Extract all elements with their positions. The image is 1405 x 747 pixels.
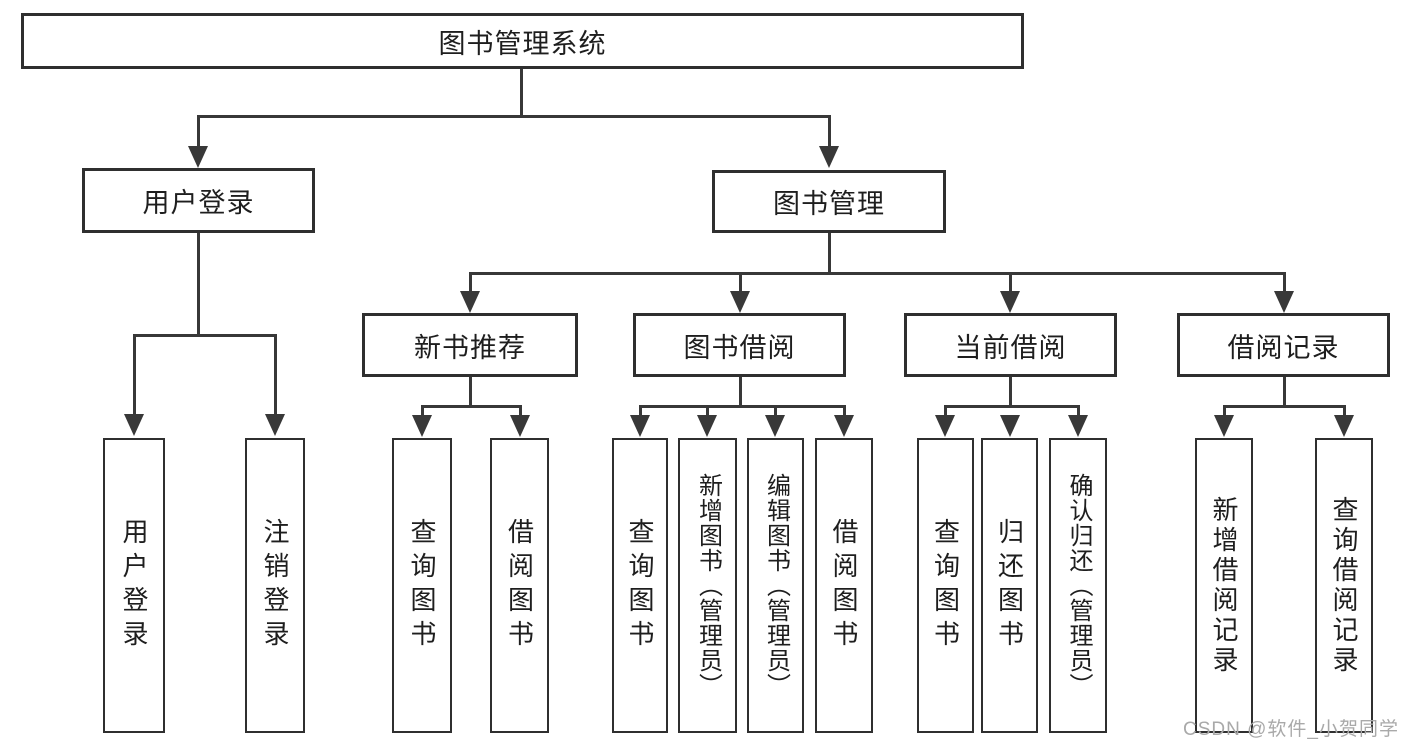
leaf-logout: 注销登录: [245, 438, 305, 733]
connector-line: [1223, 405, 1226, 418]
arrow-down: [935, 415, 955, 437]
connector-line: [944, 405, 947, 418]
arrow-down: [1334, 415, 1354, 437]
leaf-current-confirm-admin: 确认归还（管理员）: [1049, 438, 1107, 733]
connector-line: [133, 334, 276, 337]
arrow-down: [1000, 415, 1020, 437]
connector-line: [469, 272, 1286, 275]
leaf-current-return: 归还图书: [981, 438, 1038, 733]
leaf-borrow-borrow-label: 借阅图书: [829, 517, 859, 654]
connector-line: [1077, 405, 1080, 418]
connector-line: [421, 405, 522, 408]
arrow-down: [124, 414, 144, 436]
node-borrow-records: 借阅记录: [1177, 313, 1390, 377]
connector-line: [133, 334, 136, 416]
connector-line: [469, 377, 472, 408]
arrow-down: [1214, 415, 1234, 437]
arrow-down: [412, 415, 432, 437]
leaf-borrow-edit-admin-label: 编辑图书（管理员）: [762, 473, 790, 698]
leaf-borrow-add-admin-label: 新增图书（管理员）: [694, 473, 722, 698]
connector-line: [197, 233, 200, 337]
connector-line: [944, 405, 1080, 408]
leaf-current-return-label: 归还图书: [994, 517, 1025, 654]
connector-line: [421, 405, 424, 418]
leaf-current-query: 查询图书: [917, 438, 974, 733]
node-current-borrow-label: 当前借阅: [954, 332, 1067, 363]
leaf-borrow-query: 查询图书: [612, 438, 668, 733]
csdn-watermark: CSDN @软件_小贺同学: [1183, 719, 1399, 740]
leaf-user-login: 用户登录: [103, 438, 165, 733]
connector-line: [520, 69, 523, 118]
node-borrow-records-label: 借阅记录: [1227, 332, 1340, 363]
node-current-borrow: 当前借阅: [904, 313, 1117, 377]
leaf-record-add: 新增借阅记录: [1195, 438, 1253, 733]
node-book-borrow-label: 图书借阅: [683, 332, 796, 363]
connector-line: [197, 115, 831, 118]
node-new-book-recommend-label: 新书推荐: [414, 332, 526, 363]
connector-line: [274, 334, 277, 416]
leaf-current-confirm-admin-label: 确认归还（管理员）: [1065, 473, 1092, 698]
arrow-down: [1274, 291, 1294, 313]
leaf-newbook-borrow-label: 借阅图书: [504, 517, 535, 654]
node-new-book-recommend: 新书推荐: [362, 313, 578, 377]
connector-line: [1009, 272, 1012, 294]
leaf-newbook-borrow: 借阅图书: [490, 438, 549, 733]
arrow-down: [460, 291, 480, 313]
arrow-down: [510, 415, 530, 437]
connector-line: [639, 405, 845, 408]
leaf-newbook-query-label: 查询图书: [407, 517, 437, 654]
connector-line: [739, 377, 742, 408]
leaf-record-query-label: 查询借阅记录: [1329, 495, 1359, 676]
node-root-label: 图书管理系统: [438, 28, 607, 59]
connector-line: [706, 405, 709, 418]
arrow-down: [834, 415, 854, 437]
arrow-down: [1000, 291, 1020, 313]
node-book-management: 图书管理: [712, 170, 946, 233]
connector-line: [519, 405, 522, 418]
arrow-down: [730, 291, 750, 313]
leaf-borrow-add-admin: 新增图书（管理员）: [678, 438, 737, 733]
arrow-down: [765, 415, 785, 437]
connector-line: [197, 115, 200, 148]
leaf-logout-label: 注销登录: [260, 517, 290, 654]
connector-line: [828, 233, 831, 275]
arrow-down: [630, 415, 650, 437]
connector-line: [1223, 405, 1346, 408]
arrow-down: [1068, 415, 1088, 437]
connector-line: [828, 115, 831, 148]
leaf-user-login-label: 用户登录: [119, 517, 149, 654]
leaf-record-add-label: 新增借阅记录: [1209, 495, 1239, 676]
node-root-system: 图书管理系统: [21, 13, 1024, 69]
arrow-down: [819, 146, 839, 168]
node-book-borrow: 图书借阅: [633, 313, 846, 377]
node-user-login-label: 用户登录: [142, 188, 255, 218]
leaf-current-query-label: 查询图书: [930, 517, 961, 654]
arrow-down: [265, 414, 285, 436]
connector-line: [1009, 377, 1012, 408]
connector-line: [639, 405, 642, 418]
arrow-down: [188, 146, 208, 168]
connector-line: [1343, 405, 1346, 418]
leaf-borrow-borrow: 借阅图书: [815, 438, 873, 733]
arrow-down: [697, 415, 717, 437]
connector-line: [1283, 272, 1286, 294]
connector-line: [469, 272, 472, 294]
connector-line: [1283, 377, 1286, 408]
node-user-login: 用户登录: [82, 168, 315, 233]
leaf-borrow-query-label: 查询图书: [625, 517, 655, 654]
connector-line: [843, 405, 846, 418]
leaf-newbook-query: 查询图书: [392, 438, 452, 733]
leaf-borrow-edit-admin: 编辑图书（管理员）: [747, 438, 804, 733]
node-book-management-label: 图书管理: [773, 189, 885, 219]
connector-line: [774, 405, 777, 418]
leaf-record-query: 查询借阅记录: [1315, 438, 1373, 733]
connector-line: [739, 272, 742, 294]
